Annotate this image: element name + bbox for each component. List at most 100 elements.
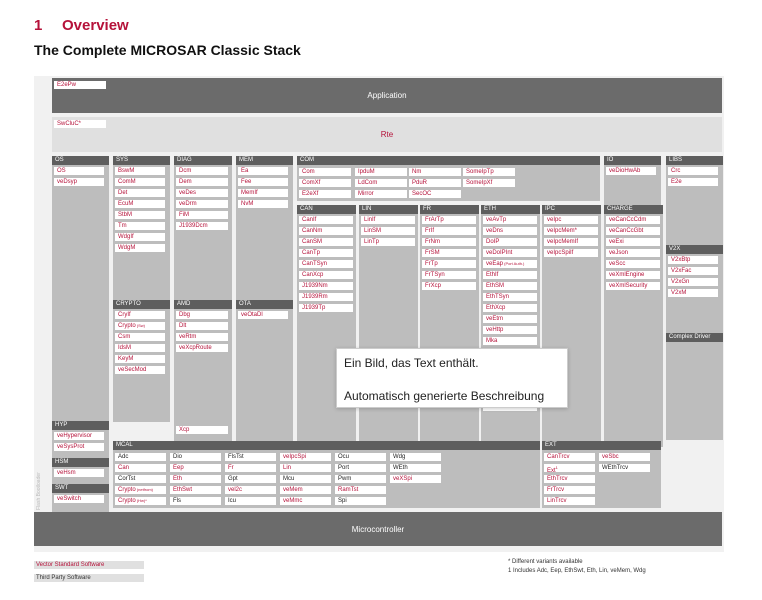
module-hsm-0: veHsm <box>54 469 104 477</box>
module-ipc-2: veIpcMemIf <box>544 238 598 246</box>
module-com-7: PduR <box>409 179 461 187</box>
module-can-3: CanTp <box>299 249 353 257</box>
module-hyp-1: veSysProt <box>54 443 104 451</box>
group-diag-header: DIAG <box>174 156 232 165</box>
group-swt-header: SWT <box>52 484 109 493</box>
group-eth-header: ETH <box>481 205 540 214</box>
rte-layer: Rte <box>52 117 722 152</box>
module-mcal-2-4: Icu <box>225 497 276 505</box>
module-com-9: SomeIpTp <box>463 168 515 176</box>
group-os-header: OS <box>52 156 109 165</box>
module-diag-4: FiM <box>176 211 228 219</box>
footnote-2: 1 Includes Adc, Eep, EthSwt, Eth, Lin, v… <box>508 568 646 574</box>
group-lin-body <box>359 214 418 447</box>
module-lin-2: LinTp <box>361 238 415 246</box>
module-fr-6: FrXcp <box>422 282 476 290</box>
module-sys-5: Tm <box>115 222 165 230</box>
module-v2x-2: V2xGn <box>668 278 718 286</box>
module-can-8: J1939Tp <box>299 304 353 312</box>
module-charge-2: veExi <box>606 238 660 246</box>
module-sys-3: EcuM <box>115 200 165 208</box>
module-ext-0-0: CanTrcv <box>544 453 595 461</box>
module-mcal-2-2: Gpt <box>225 475 276 483</box>
module-mem-1: Fee <box>238 178 288 186</box>
module-fr-0: FrArTp <box>422 216 476 224</box>
module-eth-5: EthIf <box>483 271 537 279</box>
module-libs-0: Crc <box>668 167 718 175</box>
module-v2x-3: V2xM <box>668 289 718 297</box>
module-eth-0: veAvTp <box>483 216 537 224</box>
module-mcal-0-3: Crypto (netfrom) <box>115 486 166 494</box>
module-crypto-4: KeyM <box>115 355 165 363</box>
section-title: Overview <box>62 17 129 34</box>
flash-bootloader-label: Flash Bootloader <box>36 472 42 510</box>
module-mcal-5-1: WEth <box>390 464 441 472</box>
module-com-1: ComXf <box>299 179 351 187</box>
module-mcal-2-1: Fr <box>225 464 276 472</box>
module-can-6: J1939Nm <box>299 282 353 290</box>
module-diag-2: veDes <box>176 189 228 197</box>
module-ext-0-4: LinTrcv <box>544 497 595 505</box>
module-charge-1: veCanCcGbt <box>606 227 660 235</box>
module-os-1: veDsyp <box>54 178 104 186</box>
module-mcal-1-1: Eep <box>170 464 221 472</box>
legend-third-party: Third Party Software <box>34 574 144 582</box>
module-eth-8: EthXcp <box>483 304 537 312</box>
module-mcal-1-4: Fls <box>170 497 221 505</box>
module-charge-6: veXmlSecurity <box>606 282 660 290</box>
module-com-6: Nm <box>409 168 461 176</box>
module-mcal-5-0: Wdg <box>390 453 441 461</box>
module-lin-0: LinIf <box>361 216 415 224</box>
module-sys-6: WdgIf <box>115 233 165 241</box>
module-fr-1: FrIf <box>422 227 476 235</box>
module-mcal-1-0: Dio <box>170 453 221 461</box>
module-mcal-4-2: Pwm <box>335 475 386 483</box>
group-fr-header: FR <box>420 205 479 214</box>
module-eth-6: EthSM <box>483 282 537 290</box>
complex-driver-header: Complex Driver <box>666 333 723 342</box>
module-sys-0: BswM <box>115 167 165 175</box>
module-diag-5: J1939Dcm <box>176 222 228 230</box>
module-sys-7: WdgM <box>115 244 165 252</box>
group-hsm-header: HSM <box>52 458 109 467</box>
group-diag-body <box>174 165 232 305</box>
module-diag-0: Dcm <box>176 167 228 175</box>
module-ipc-1: veIpcMem* <box>544 227 598 235</box>
module-fr-2: FrNm <box>422 238 476 246</box>
ext-superscript: 1 <box>555 465 558 470</box>
module-ipc-3: veIpcSpiIf <box>544 249 598 257</box>
module-e2epw: E2ePw <box>54 81 106 89</box>
module-mcal-1-2: Eth <box>170 475 221 483</box>
module-mcal-2-0: FlsTst <box>225 453 276 461</box>
module-ipc-0: veIpc <box>544 216 598 224</box>
module-com-3: IpduM <box>355 168 407 176</box>
group-com-header: COM <box>297 156 600 165</box>
module-crypto-1: Crypto (Sw) <box>115 322 165 330</box>
module-mcal-4-3: RamTst <box>335 486 386 494</box>
module-mcal-0-2: CorTst <box>115 475 166 483</box>
module-com-2: E2eXf <box>299 190 351 198</box>
module-io-0: veDioHwAb <box>606 167 656 175</box>
module-ext-0-1: Ext1 <box>544 464 595 472</box>
group-crypto-header: CRYPTO <box>113 300 170 309</box>
rte-label: Rte <box>380 130 394 139</box>
module-eth-11: Mka <box>483 337 537 345</box>
module-charge-4: veScc <box>606 260 660 268</box>
group-os-body <box>52 165 109 422</box>
module-can-4: CanTSyn <box>299 260 353 268</box>
module-mem-3: NvM <box>238 200 288 208</box>
module-charge-5: veXmlEngine <box>606 271 660 279</box>
crypto-hw-note: (netfrom) <box>135 487 154 492</box>
module-mem-2: MemIf <box>238 189 288 197</box>
crypto-hw2-note: (Hw)* <box>135 498 147 503</box>
module-eth-2: DoIP <box>483 238 537 246</box>
module-eth-10: veHttp <box>483 326 537 334</box>
module-eth-7: EthTSyn <box>483 293 537 301</box>
footnote-1: * Different variants available <box>508 559 583 565</box>
module-amd-0: Dbg <box>176 311 228 319</box>
module-mcal-3-1: Lin <box>280 464 331 472</box>
module-amd-4: Xcp <box>176 426 228 434</box>
module-os-0: OS <box>54 167 104 175</box>
module-ota-0: veOtaDl <box>238 311 288 319</box>
